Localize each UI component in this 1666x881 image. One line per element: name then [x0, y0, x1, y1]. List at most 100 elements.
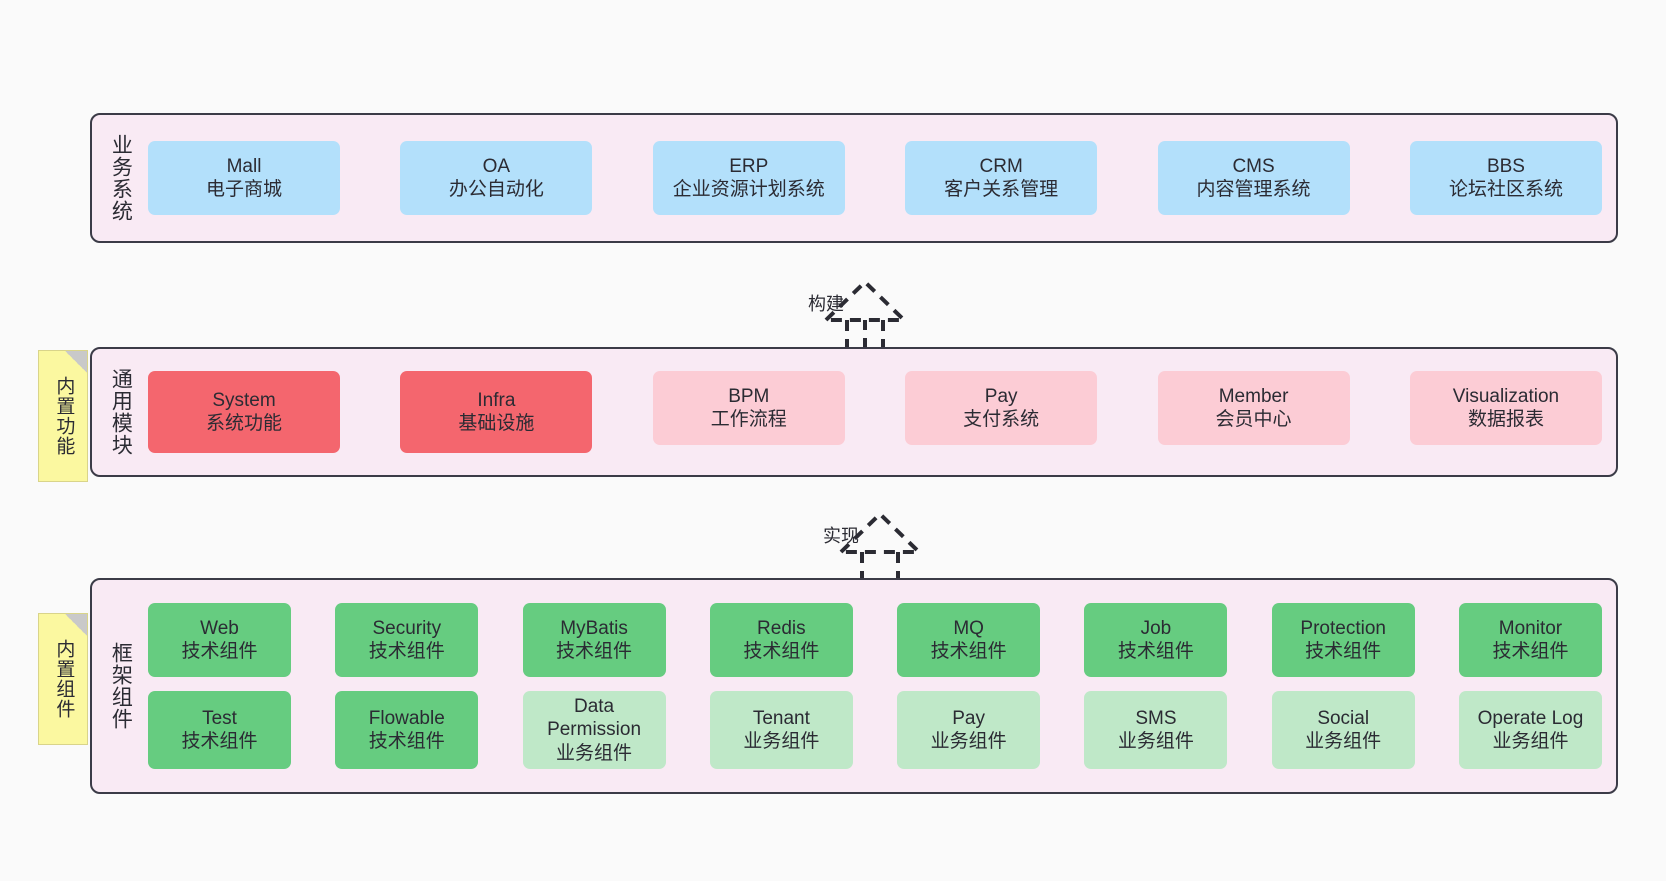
node-bpm-title: BPM: [728, 385, 770, 407]
node-sms[interactable]: SMS 业务组件: [1084, 691, 1228, 769]
layer-framework-components: 框架组件 Web 技术组件 Security 技术组件 MyBatis 技术组件…: [90, 578, 1618, 794]
node-web[interactable]: Web 技术组件: [148, 603, 291, 677]
node-mybatis[interactable]: MyBatis 技术组件: [522, 603, 666, 677]
node-mall-subtitle: 电子商城: [205, 179, 282, 200]
node-crm[interactable]: CRM 客户关系管理: [905, 141, 1098, 215]
node-redis-subtitle: 技术组件: [743, 641, 820, 662]
node-pay-component[interactable]: Pay 业务组件: [897, 691, 1041, 769]
node-monitor-title: Monitor: [1498, 617, 1563, 639]
node-protection-title: Protection: [1300, 617, 1386, 639]
node-mq-subtitle: 技术组件: [930, 641, 1007, 662]
node-social[interactable]: Social 业务组件: [1271, 691, 1415, 769]
node-mall-title: Mall: [226, 155, 262, 177]
connector-build-label: 构建: [808, 294, 844, 314]
layer-common-modules: 通用模块 System 系统功能 Infra 基础设施 BPM 工作流程 Pay…: [90, 347, 1618, 477]
node-redis[interactable]: Redis 技术组件: [709, 603, 853, 677]
node-test-title: Test: [202, 707, 237, 729]
node-erp-subtitle: 企业资源计划系统: [672, 179, 825, 200]
node-flowable-subtitle: 技术组件: [368, 731, 445, 752]
node-job[interactable]: Job 技术组件: [1084, 603, 1228, 677]
node-flowable-title: Flowable: [368, 707, 445, 729]
node-mybatis-title: MyBatis: [560, 617, 628, 639]
node-cms-subtitle: 内容管理系统: [1196, 179, 1311, 200]
node-test[interactable]: Test 技术组件: [148, 691, 291, 769]
note-builtin-components: 内置组件: [38, 613, 88, 745]
node-member-subtitle: 会员中心: [1215, 409, 1292, 430]
node-bbs[interactable]: BBS 论坛社区系统: [1409, 141, 1602, 215]
node-security[interactable]: Security 技术组件: [335, 603, 479, 677]
node-bbs-subtitle: 论坛社区系统: [1448, 179, 1563, 200]
node-tenant-title: Tenant: [752, 707, 810, 729]
business-node-row: Mall 电子商城 OA 办公自动化 ERP 企业资源计划系统 CRM 客户关系…: [148, 141, 1602, 215]
node-oa[interactable]: OA 办公自动化: [400, 141, 593, 215]
node-redis-title: Redis: [757, 617, 806, 639]
node-monitor-subtitle: 技术组件: [1492, 641, 1569, 662]
node-visualization-title: Visualization: [1452, 385, 1560, 407]
node-system-subtitle: 系统功能: [205, 413, 282, 434]
node-sms-subtitle: 业务组件: [1117, 731, 1194, 752]
node-protection-subtitle: 技术组件: [1305, 641, 1382, 662]
node-monitor[interactable]: Monitor 技术组件: [1458, 603, 1602, 677]
node-infra[interactable]: Infra 基础设施: [400, 371, 593, 453]
node-data-permission[interactable]: Data Permission 业务组件: [522, 691, 666, 769]
node-sms-title: SMS: [1135, 707, 1177, 729]
node-erp[interactable]: ERP 企业资源计划系统: [652, 141, 845, 215]
node-tenant[interactable]: Tenant 业务组件: [709, 691, 853, 769]
node-job-subtitle: 技术组件: [1117, 641, 1194, 662]
node-data-permission-title: Data Permission: [547, 696, 642, 741]
note-builtin-features-text: 内置功能: [53, 376, 75, 456]
node-bbs-title: BBS: [1486, 155, 1525, 177]
node-pay-module-title: Pay: [984, 385, 1018, 407]
node-mybatis-subtitle: 技术组件: [556, 641, 633, 662]
node-crm-title: CRM: [979, 155, 1023, 177]
node-cms[interactable]: CMS 内容管理系统: [1157, 141, 1350, 215]
node-data-permission-subtitle: 业务组件: [556, 742, 633, 764]
node-social-subtitle: 业务组件: [1305, 731, 1382, 752]
common-node-row: System 系统功能 Infra 基础设施 BPM 工作流程 Pay 支付系统…: [148, 371, 1602, 453]
node-pay-component-title: Pay: [952, 707, 985, 729]
layer-business-rows: Mall 电子商城 OA 办公自动化 ERP 企业资源计划系统 CRM 客户关系…: [148, 115, 1616, 241]
layer-title-business: 业务系统: [109, 134, 133, 222]
node-operate-log-title: Operate Log: [1477, 707, 1584, 729]
node-oa-subtitle: 办公自动化: [448, 179, 544, 200]
node-erp-title: ERP: [729, 155, 769, 177]
node-web-subtitle: 技术组件: [181, 641, 258, 662]
layer-title-common: 通用模块: [109, 368, 133, 456]
framework-business-row: Test 技术组件 Flowable 技术组件 Data Permission …: [148, 691, 1602, 769]
node-flowable[interactable]: Flowable 技术组件: [335, 691, 479, 769]
node-operate-log[interactable]: Operate Log 业务组件: [1458, 691, 1602, 769]
node-mq[interactable]: MQ 技术组件: [897, 603, 1041, 677]
node-pay-module[interactable]: Pay 支付系统: [905, 371, 1098, 445]
node-mall[interactable]: Mall 电子商城: [148, 141, 340, 215]
node-social-title: Social: [1317, 707, 1370, 729]
node-pay-module-subtitle: 支付系统: [963, 409, 1040, 430]
node-bpm-subtitle: 工作流程: [710, 409, 787, 430]
node-bpm[interactable]: BPM 工作流程: [652, 371, 845, 445]
node-test-subtitle: 技术组件: [181, 731, 258, 752]
node-infra-title: Infra: [477, 389, 516, 411]
node-protection[interactable]: Protection 技术组件: [1271, 603, 1415, 677]
node-job-title: Job: [1140, 617, 1172, 639]
node-visualization-subtitle: 数据报表: [1467, 409, 1544, 430]
node-member-title: Member: [1218, 385, 1289, 407]
node-mq-title: MQ: [953, 617, 984, 639]
node-cms-title: CMS: [1232, 155, 1275, 177]
layer-framework-rows: Web 技术组件 Security 技术组件 MyBatis 技术组件 Redi…: [148, 580, 1616, 792]
node-security-subtitle: 技术组件: [368, 641, 445, 662]
node-crm-subtitle: 客户关系管理: [944, 179, 1059, 200]
node-tenant-subtitle: 业务组件: [743, 731, 820, 752]
framework-tech-row: Web 技术组件 Security 技术组件 MyBatis 技术组件 Redi…: [148, 603, 1602, 677]
node-member[interactable]: Member 会员中心: [1157, 371, 1350, 445]
node-system[interactable]: System 系统功能: [148, 371, 340, 453]
node-visualization[interactable]: Visualization 数据报表: [1409, 371, 1602, 445]
node-security-title: Security: [372, 617, 442, 639]
node-web-title: Web: [200, 617, 239, 639]
node-operate-log-subtitle: 业务组件: [1492, 731, 1569, 752]
node-system-title: System: [212, 389, 276, 411]
note-builtin-features: 内置功能: [38, 350, 88, 482]
node-pay-component-subtitle: 业务组件: [930, 731, 1007, 752]
note-builtin-components-text: 内置组件: [53, 639, 75, 719]
connector-implement-label: 实现: [823, 526, 859, 546]
node-infra-subtitle: 基础设施: [458, 413, 535, 434]
